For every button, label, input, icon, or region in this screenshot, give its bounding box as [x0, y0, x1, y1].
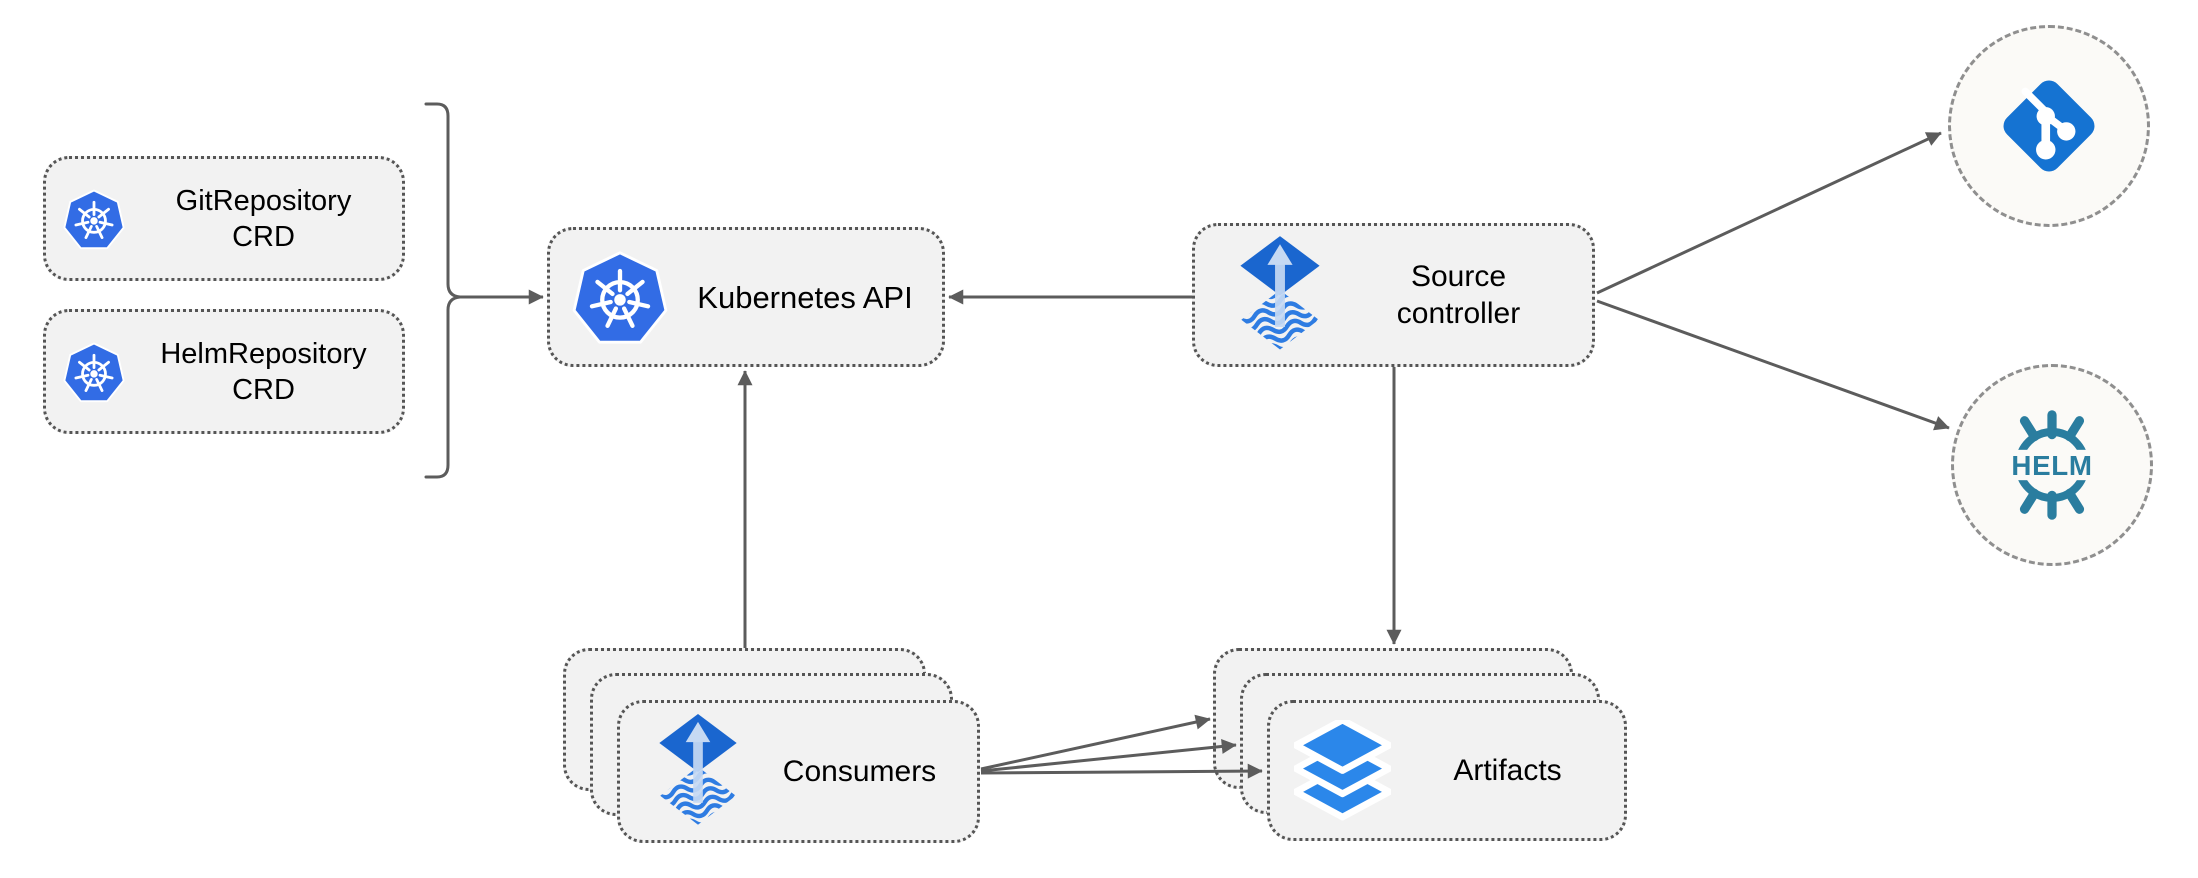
- kubernetes-icon: [63, 188, 125, 250]
- node-label-helm-repository-crd: HelmRepository CRD: [125, 336, 402, 408]
- node-label-git-repository-crd: GitRepository CRD: [125, 183, 402, 255]
- edge-consumers-to-artifacts-middle: [980, 738, 1237, 773]
- helm-icon-text: HELM: [2011, 450, 2092, 481]
- node-label-kubernetes-api: Kubernetes API: [697, 279, 913, 315]
- node-helm-repository-crd: HelmRepository CRD: [43, 309, 405, 434]
- layers-icon: [1294, 720, 1391, 821]
- node-artifacts: Artifacts: [1267, 700, 1627, 841]
- crd-group-bracket: [424, 102, 461, 479]
- node-source-controller: Source controller: [1192, 223, 1595, 367]
- kubernetes-icon: [63, 341, 125, 403]
- git-icon: [1995, 72, 2103, 180]
- label-line: Source: [1410, 260, 1507, 293]
- label-line: controller: [1396, 297, 1521, 330]
- edge-source-to-git: [1596, 131, 1942, 295]
- flux-source-icon: [1235, 236, 1325, 355]
- label-line: HelmRepository: [160, 337, 367, 370]
- node-git-remote: [1948, 25, 2150, 227]
- node-kubernetes-api: Kubernetes API: [547, 227, 945, 367]
- label-line: CRD: [232, 220, 295, 253]
- node-consumers: Consumers: [617, 700, 980, 843]
- edge-source-to-helm: [1596, 299, 1950, 431]
- node-helm-remote: HELM: [1951, 364, 2153, 566]
- node-git-repository-crd: GitRepository CRD: [43, 156, 405, 281]
- flux-source-icon: [654, 714, 742, 830]
- label-line: CRD: [232, 373, 295, 406]
- edge-consumers-to-artifacts-back: [980, 714, 1211, 771]
- node-label-consumers: Consumers: [782, 755, 937, 788]
- label-line: GitRepository: [175, 184, 352, 217]
- node-label-artifacts: Artifacts: [1453, 754, 1562, 787]
- node-label-source-controller: Source controller: [1325, 258, 1592, 332]
- kubernetes-icon: [572, 249, 668, 345]
- helm-icon: HELM: [1986, 399, 2118, 531]
